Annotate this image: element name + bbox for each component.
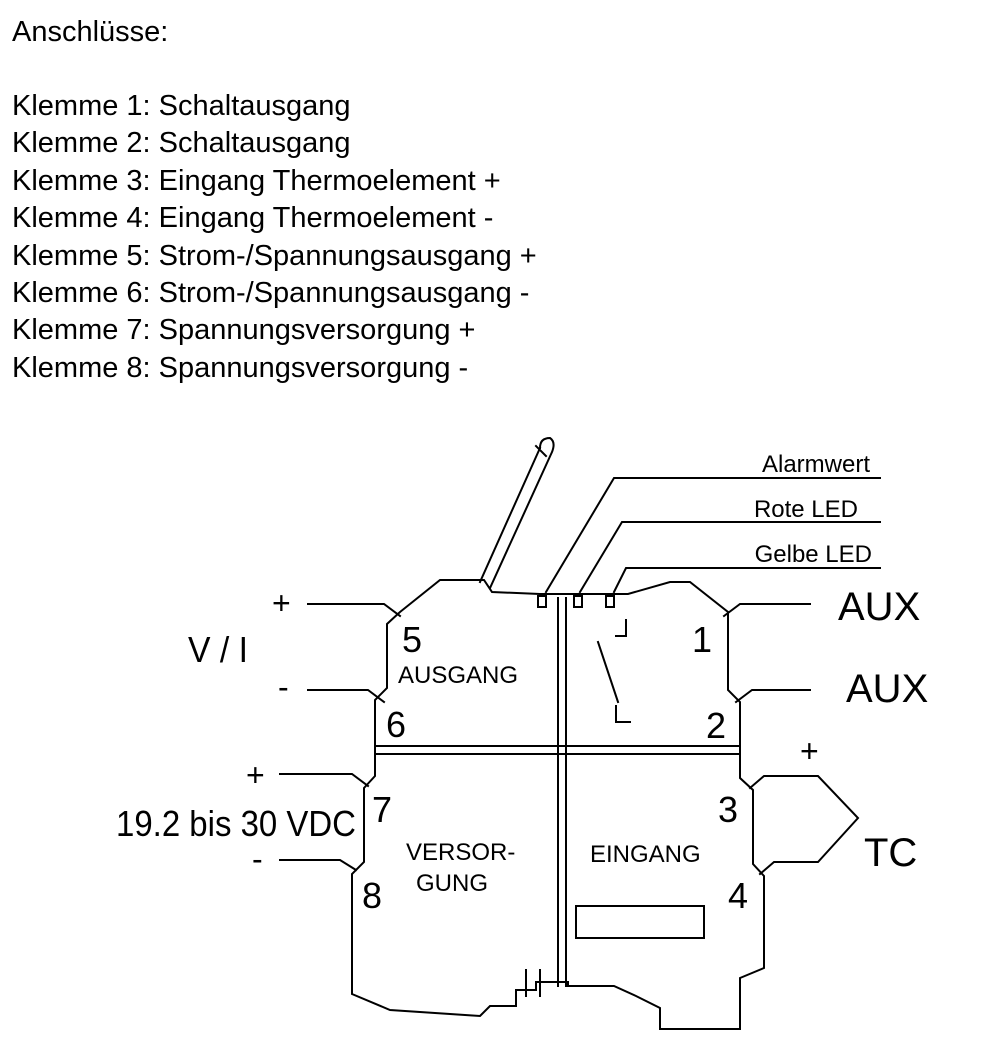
bottom-marker xyxy=(525,969,541,997)
input-section-label: EINGANG xyxy=(590,841,701,868)
terminal-7-number: 7 xyxy=(372,789,392,830)
page-heading: Anschlüsse: xyxy=(12,16,169,48)
red-led-label: Rote LED xyxy=(754,496,858,523)
terminal-3-number: 3 xyxy=(718,789,738,830)
output-plus-sign: + xyxy=(272,585,291,621)
terminal-6-description: Klemme 6: Strom-/Spannungsausgang - xyxy=(12,277,530,310)
yellow-led-label: Gelbe LED xyxy=(755,541,872,568)
terminal-1-wire xyxy=(722,603,811,618)
red-led-leader-line xyxy=(578,521,881,594)
output-minus-sign: - xyxy=(278,669,289,705)
terminal-8-number: 8 xyxy=(362,875,382,916)
terminal-7-wire xyxy=(279,773,370,788)
terminal-6-wire xyxy=(307,689,386,704)
thermocouple-wire xyxy=(748,775,860,876)
output-signal-label: V / I xyxy=(188,629,248,670)
supply-section-label-line2: GUNG xyxy=(416,870,488,897)
relay-contact-symbol xyxy=(596,619,631,723)
release-lever xyxy=(478,436,555,590)
terminal-7-description: Klemme 7: Spannungsversorgung + xyxy=(12,314,476,347)
aux-1-label: AUX xyxy=(838,585,920,629)
label-window xyxy=(575,905,705,939)
terminal-3-description: Klemme 3: Eingang Thermoelement + xyxy=(12,164,501,197)
terminal-4-number: 4 xyxy=(728,875,748,916)
section-divider-horizontal xyxy=(376,745,741,755)
terminal-4-description: Klemme 4: Eingang Thermoelement - xyxy=(12,202,494,235)
section-divider-vertical xyxy=(557,597,567,987)
output-section-label: AUSGANG xyxy=(398,662,518,689)
yellow-led-indicator xyxy=(605,595,615,608)
terminal-1-number: 1 xyxy=(692,619,712,660)
terminal-2-wire xyxy=(734,689,811,704)
terminal-1-description: Klemme 1: Schaltausgang xyxy=(12,90,351,122)
supply-plus-sign: + xyxy=(246,757,265,793)
supply-minus-sign: - xyxy=(252,841,263,877)
supply-section-label-line1: VERSOR- xyxy=(406,839,515,866)
yellow-led-leader-line xyxy=(612,567,881,594)
terminal-2-description: Klemme 2: Schaltausgang xyxy=(12,127,351,160)
thermocouple-label: TC xyxy=(864,831,917,875)
terminal-5-wire xyxy=(307,603,402,618)
alarm-setpoint-indicator xyxy=(537,595,547,608)
red-led-indicator xyxy=(573,595,583,608)
alarm-leader-line xyxy=(544,477,881,594)
terminal-8-description: Klemme 8: Spannungsversorgung - xyxy=(12,351,469,384)
supply-voltage-label: 19.2 bis 30 VDC xyxy=(116,803,356,844)
thermocouple-plus-sign: + xyxy=(800,733,819,769)
device-housing-outline xyxy=(351,579,765,1030)
terminal-2-number: 2 xyxy=(706,705,726,746)
terminal-list: Klemme 1: Schaltausgang Klemme 2: Schalt… xyxy=(12,88,537,387)
terminal-6-number: 6 xyxy=(386,704,406,745)
aux-2-label: AUX xyxy=(846,667,928,711)
terminal-5-number: 5 xyxy=(402,619,422,660)
terminal-8-wire xyxy=(279,859,358,872)
alarm-setpoint-label: Alarmwert xyxy=(762,451,870,478)
terminal-5-description: Klemme 5: Strom-/Spannungsausgang + xyxy=(12,239,537,272)
